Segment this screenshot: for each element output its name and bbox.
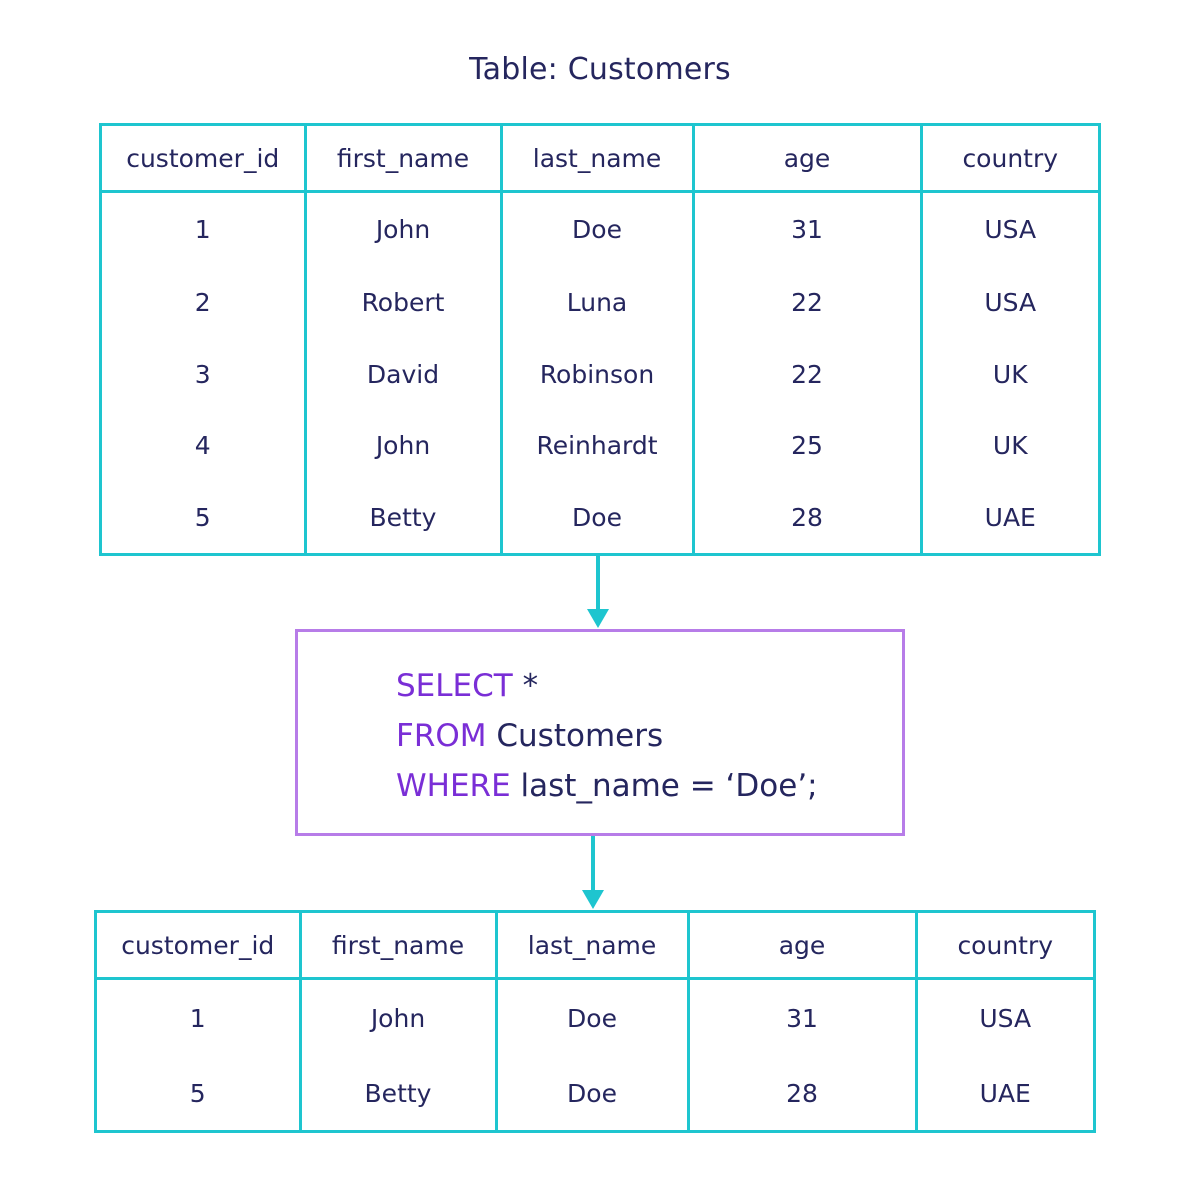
cell-first-name: John [298,978,496,1057]
cell-last-name: Doe [499,481,693,553]
cell-country: USA [919,266,1098,339]
cell-first-name: Betty [303,481,501,553]
customers-header-row: customer_id first_name last_name age cou… [102,126,1098,193]
cell-last-name: Reinhardt [499,409,693,482]
cell-customer-id: 4 [194,431,211,461]
column-header-first-name: first_name [303,126,501,193]
column-header-last-name: last_name [499,126,693,193]
cell-customer-id: 1 [189,1003,206,1033]
table-row: 5 Betty Doe 28 UAE [102,481,1098,553]
cell-first-name: Robert [303,266,501,339]
cell-last-name: Doe [494,978,688,1057]
cell-country: UAE [919,481,1098,553]
cell-last-name: Doe [499,191,693,267]
cell-last-name: Robinson [499,338,693,410]
cell-customer-id: 2 [194,288,211,318]
cell-customer-id: 5 [189,1078,206,1108]
column-header-country: country [919,126,1098,193]
table-row: 1 John Doe 31 USA [97,978,1093,1057]
query-line-where: WHERE last_name = ‘Doe’; [396,766,818,806]
keyword-select: SELECT [396,668,513,704]
cell-last-name: Doe [494,1056,688,1130]
cell-age: 22 [691,266,921,339]
cell-country: UAE [914,1056,1093,1130]
keyword-where: WHERE [396,768,511,804]
table-row: 4 John Reinhardt 25 UK [102,409,1098,482]
cell-age: 28 [686,1056,916,1130]
cell-country: USA [919,191,1098,267]
cell-first-name: John [303,191,501,267]
result-table: customer_id first_name last_name age cou… [94,910,1096,1133]
arrow-table-to-query-icon [587,556,609,628]
cell-age: 25 [691,409,921,482]
cell-last-name: Luna [499,266,693,339]
diagram-title: Table: Customers [469,52,731,87]
customers-table: customer_id first_name last_name age cou… [99,123,1101,556]
cell-country: UK [919,338,1098,410]
query-line-from: FROM Customers [396,716,663,756]
column-header-age: age [686,913,916,980]
query-where-rest: last_name = ‘Doe’; [510,768,818,804]
column-header-customer-id: customer_id [102,126,305,193]
column-header-country: country [914,913,1093,980]
cell-age: 31 [691,191,921,267]
sql-query-box: SELECT * FROM Customers WHERE last_name … [295,629,905,836]
cell-age: 28 [691,481,921,553]
column-header-first-name: first_name [298,913,496,980]
query-line-select: SELECT * [396,666,538,706]
arrow-query-to-result-icon [582,836,604,909]
query-from-rest: Customers [486,718,664,754]
cell-customer-id: 1 [194,215,211,245]
cell-country: UK [919,409,1098,482]
table-row: 2 Robert Luna 22 USA [102,266,1098,339]
cell-customer-id: 5 [194,502,211,532]
cell-age: 31 [686,978,916,1057]
cell-country: USA [914,978,1093,1057]
column-header-last-name: last_name [494,913,688,980]
cell-customer-id: 3 [194,359,211,389]
cell-first-name: Betty [298,1056,496,1130]
cell-first-name: John [303,409,501,482]
query-select-rest: * [512,668,539,704]
result-header-row: customer_id first_name last_name age cou… [97,913,1093,980]
cell-first-name: David [303,338,501,410]
cell-age: 22 [691,338,921,410]
column-header-customer-id: customer_id [97,913,300,980]
keyword-from: FROM [396,718,487,754]
table-row: 3 David Robinson 22 UK [102,338,1098,410]
table-row: 5 Betty Doe 28 UAE [97,1056,1093,1130]
column-header-age: age [691,126,921,193]
table-row: 1 John Doe 31 USA [102,191,1098,267]
